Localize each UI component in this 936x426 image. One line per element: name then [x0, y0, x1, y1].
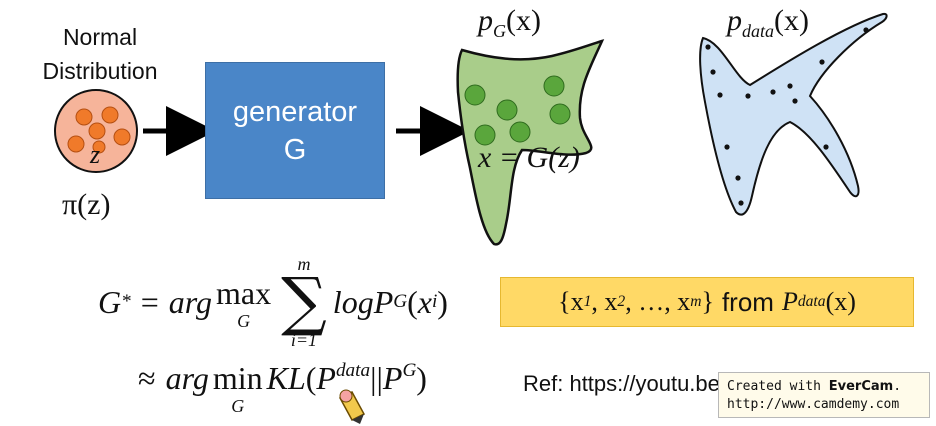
pdata-distribution-shape	[699, 12, 888, 216]
prior-label: π(z)	[62, 188, 111, 221]
pg-samples	[464, 75, 571, 146]
watermark-line2: http://www.camdemy.com	[727, 397, 900, 412]
pdata-label: pdata(x)	[727, 4, 809, 41]
normal-label-line1: Normal	[62, 24, 138, 50]
normal-label-line2: Distribution	[42, 58, 158, 84]
reference-link[interactable]: Ref: https://youtu.be	[523, 371, 720, 396]
evercam-watermark: Created with EverCam. http://www.camdemy…	[718, 372, 930, 418]
pg-label: pG(x)	[478, 4, 541, 41]
pdata-samples	[705, 27, 869, 206]
pencil-icon	[338, 389, 366, 424]
min-operator: min G	[212, 360, 263, 416]
generator-label-line2: G	[283, 133, 307, 166]
sum-operator: m ∑ i=1	[281, 254, 327, 350]
normal-distribution-label: Normal Distribution	[20, 20, 180, 88]
normal-distribution-samples	[67, 106, 131, 154]
watermark-line1: Created with EverCam.	[727, 379, 902, 394]
max-operator: max G	[216, 274, 272, 331]
mapping-label: x = G(z)	[478, 141, 580, 174]
normal-variable-z: z	[90, 140, 101, 169]
pg-distribution-shape	[456, 39, 605, 246]
generator-label-line1: generator	[232, 95, 358, 128]
generator-box: generator G	[205, 62, 385, 199]
